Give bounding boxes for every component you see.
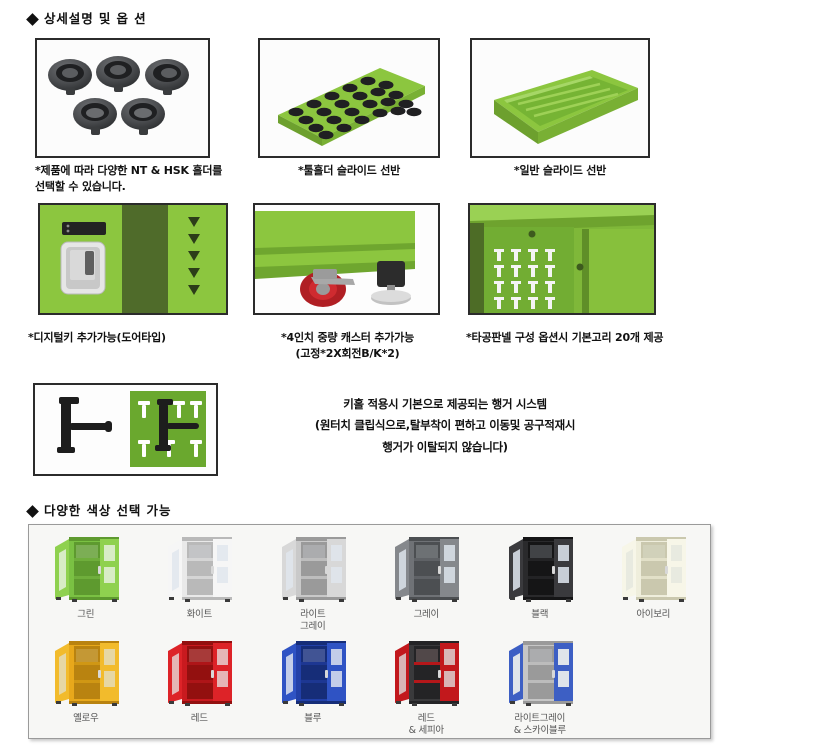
caption-pegboard-option: *타공판넬 구성 옵션시 기본고리 20개 제공	[466, 331, 664, 344]
caption-general-slide-shelf: *일반 슬라이드 선반	[513, 164, 607, 177]
diamond-bullet-icon	[26, 13, 39, 26]
hanger-clip-icon	[35, 385, 216, 474]
caption-nt-hsk-holder: *제품에 따라 다양한 NT & HSK 홀더를 선택할 수 있습니다.	[35, 164, 223, 193]
hanger-description: 키홀 적용시 기본으로 제공되는 행거 시스템 (원터치 클립식으로,탈부착이 …	[235, 394, 655, 458]
color-swatch-label: 그레이	[413, 609, 440, 620]
photo-nt-hsk-holder	[35, 38, 210, 158]
cabinet-illustration	[168, 640, 233, 706]
color-swatch[interactable]: 옐로우	[29, 637, 143, 737]
photo-pegboard-option	[468, 203, 656, 315]
section-heading-colors-label: 다양한 색상 선택 가능	[44, 503, 172, 518]
color-palette-panel: 그린 화이트	[28, 524, 711, 739]
section-heading-colors: 다양한 색상 선택 가능	[26, 500, 172, 519]
hanger-line-3: 행거가 이탈되지 않습니다)	[382, 439, 508, 454]
color-swatch[interactable]: 레드 & 세피아	[370, 637, 484, 737]
color-swatch-label: 라이트그레이 & 스카이블루	[513, 712, 566, 736]
color-swatch-label: 옐로우	[73, 712, 99, 724]
photo-caster-option	[253, 203, 440, 315]
color-swatch-label: 블랙	[531, 609, 549, 620]
color-swatch[interactable]: 블랙	[483, 533, 597, 633]
cabinet-illustration	[508, 640, 573, 706]
cabinet-illustration	[395, 537, 460, 602]
cabinet-illustration	[54, 640, 119, 706]
color-swatch-label: 블루	[304, 712, 322, 724]
hanger-line-2: (원터치 클립식으로,탈부착이 편하고 이동및 공구적재시	[314, 418, 576, 433]
color-swatch-label: 그린	[77, 609, 95, 620]
photo-hanger-clip	[33, 383, 218, 476]
color-swatch[interactable]: 라이트그레이 & 스카이블루	[483, 637, 597, 737]
color-swatch-label: 레드 & 세피아	[408, 712, 444, 736]
cabinet-illustration	[54, 537, 119, 602]
color-swatch[interactable]: 아이보리	[597, 533, 711, 633]
color-swatch-label: 아이보리	[636, 609, 671, 620]
color-swatch-label: 레드	[190, 712, 208, 724]
cabinet-illustration	[622, 537, 687, 602]
photo-digital-key-option	[38, 203, 228, 315]
color-swatch[interactable]: 그린	[29, 533, 143, 633]
color-swatch[interactable]: 블루	[256, 637, 370, 737]
section-heading-details-label: 상세설명 및 옵 션	[44, 11, 147, 26]
digital-lock-icon	[40, 205, 226, 313]
tool-holder-shelf-icon	[260, 40, 438, 156]
color-swatch-label: 화이트	[186, 609, 213, 620]
section-heading-details: 상세설명 및 옵 션	[26, 8, 147, 27]
divider-tray-icon	[472, 40, 648, 156]
color-swatch[interactable]: 라이트 그레이	[256, 533, 370, 633]
caption-digital-key-option: *디지털키 추가가능(도어타입)	[28, 331, 166, 344]
photo-general-slide-shelf	[470, 38, 650, 158]
color-swatch[interactable]: 화이트	[143, 533, 257, 633]
photo-tool-holder-slide-shelf	[258, 38, 440, 158]
diamond-bullet-icon-2	[26, 505, 39, 518]
hanger-line-1: 키홀 적용시 기본으로 제공되는 행거 시스템	[343, 397, 547, 411]
caster-wheel-icon	[255, 205, 438, 313]
cabinet-illustration	[168, 537, 233, 602]
color-swatch[interactable]: 레드	[143, 637, 257, 737]
color-swatch-grid: 그린 화이트	[29, 525, 710, 737]
caption-caster-option: *4인치 중량 캐스터 추가가능 (고정*2X회전B/K*2)	[280, 331, 414, 360]
cabinet-illustration	[395, 640, 460, 706]
color-swatch[interactable]: 그레이	[370, 533, 484, 633]
caption-tool-holder-slide-shelf: *툴홀더 슬라이드 선반	[297, 164, 401, 177]
cabinet-illustration	[508, 537, 573, 602]
color-swatch-label: 라이트 그레이	[300, 609, 326, 632]
tool-holder-cups-icon	[37, 40, 208, 156]
pegboard-hooks-icon	[470, 205, 654, 313]
cabinet-illustration	[281, 537, 346, 602]
cabinet-illustration	[281, 640, 346, 706]
